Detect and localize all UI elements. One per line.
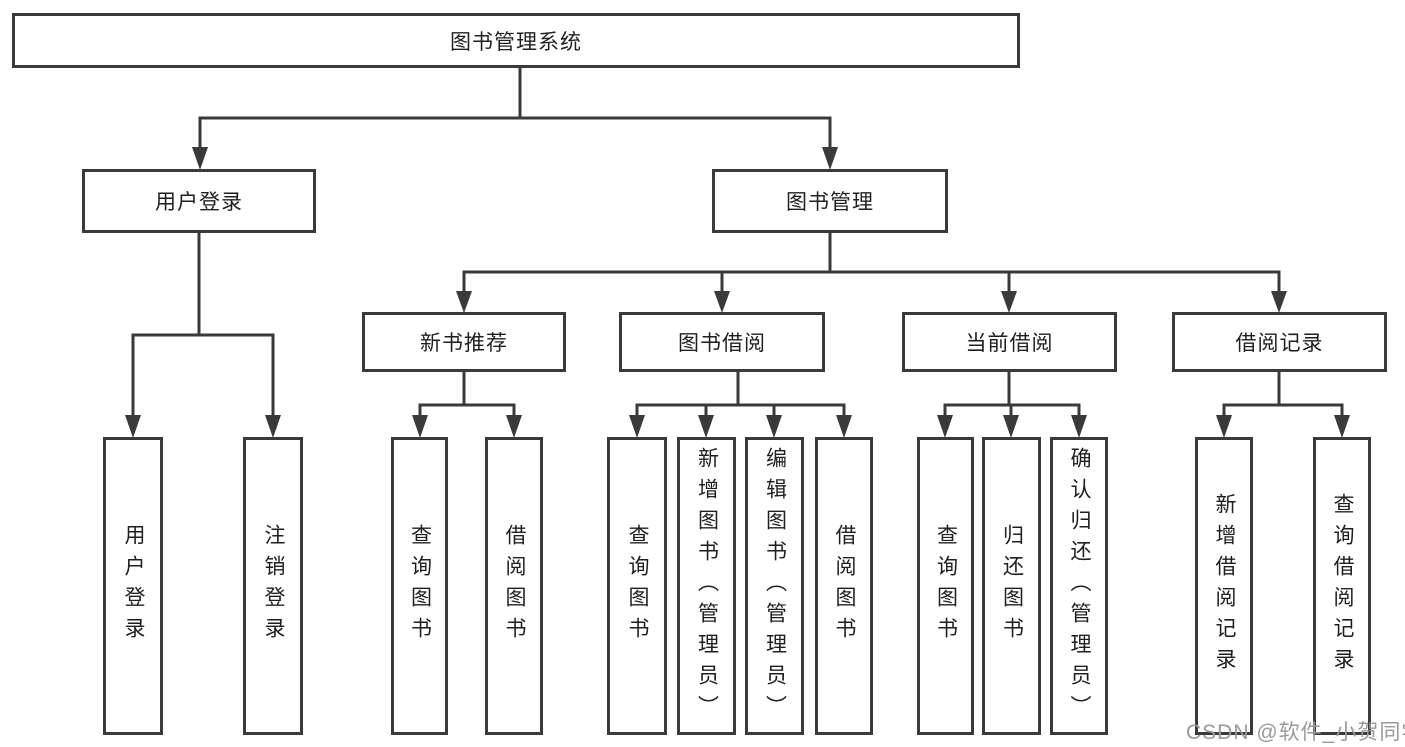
leaf-add-book-admin: 新增图书（管理员） — [677, 437, 736, 735]
leaf-borrow-books-recommend: 借阅图书 — [485, 437, 543, 735]
connector-lines — [131, 68, 1344, 417]
csdn-watermark: CSDN @软件_小贺同学 — [1186, 721, 1405, 744]
leaf-logout: 注销登录 — [243, 437, 303, 735]
leaf-add-borrow-record: 新增借阅记录 — [1195, 437, 1253, 735]
node-user-login: 用户登录 — [82, 169, 316, 233]
node-current-borrow: 当前借阅 — [902, 312, 1117, 372]
node-book-management: 图书管理 — [712, 169, 948, 233]
node-new-book-recommend: 新书推荐 — [362, 312, 566, 372]
node-borrow-records: 借阅记录 — [1172, 312, 1387, 372]
leaf-query-books-current: 查询图书 — [917, 437, 974, 735]
leaf-user-login: 用户登录 — [103, 437, 163, 735]
leaf-edit-book-admin: 编辑图书（管理员） — [745, 437, 804, 735]
arrowheads — [125, 147, 1350, 438]
leaf-query-borrow-record: 查询借阅记录 — [1313, 437, 1371, 735]
leaf-query-books-recommend: 查询图书 — [391, 437, 448, 735]
node-book-borrow: 图书借阅 — [619, 312, 825, 372]
leaf-query-books-borrow: 查询图书 — [607, 437, 667, 735]
leaf-confirm-return-admin: 确认归还（管理员） — [1050, 437, 1108, 735]
node-root-library-system: 图书管理系统 — [12, 13, 1020, 68]
leaf-borrow-books: 借阅图书 — [815, 437, 873, 735]
leaf-return-books: 归还图书 — [982, 437, 1041, 735]
